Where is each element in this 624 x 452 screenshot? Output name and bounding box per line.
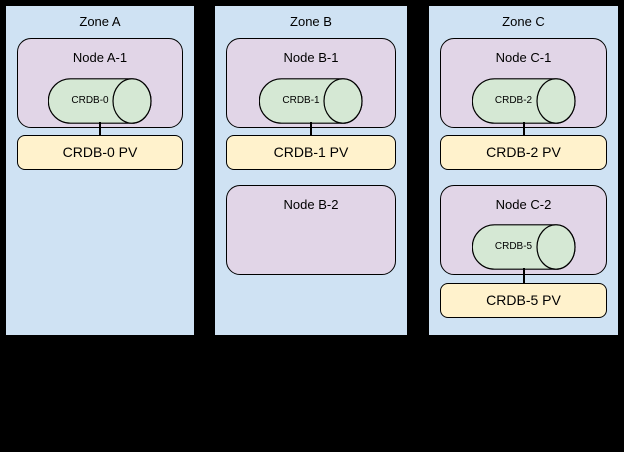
node-c2-box: Node C-2 CRDB-5 <box>440 185 607 275</box>
crdb-5-pv-box: CRDB-5 PV <box>440 283 607 318</box>
crdb-0-pv-box: CRDB-0 PV <box>17 135 183 170</box>
node-b1-box: Node B-1 CRDB-1 <box>226 38 396 128</box>
zone-a-panel: Zone A Node A-1 CRDB-0 CRDB-0 PV <box>4 4 196 337</box>
crdb-5-disk-label: CRDB-5 <box>494 241 533 252</box>
node-b2-box: Node B-2 <box>226 185 396 275</box>
crdb-5-cylinder-icon <box>471 224 576 270</box>
zone-c-label: Zone C <box>502 14 545 29</box>
node-c2-label: Node C-2 <box>495 197 552 212</box>
crdb-0-disk-label: CRDB-0 <box>71 95 109 106</box>
zone-c-panel: Zone C Node C-1 CRDB-2 CRDB-2 PV Node C-… <box>427 4 620 337</box>
crdb-5-pv-label: CRDB-5 PV <box>486 292 561 308</box>
node-c1-box: Node C-1 CRDB-2 <box>440 38 607 128</box>
zone-b-label: Zone B <box>290 14 332 29</box>
crdb-1-connector-line <box>310 122 312 136</box>
crdb-2-pv-label: CRDB-2 PV <box>486 144 561 160</box>
crdb-0-cylinder-icon <box>48 78 152 124</box>
node-a1-label: Node A-1 <box>72 50 128 65</box>
node-a1-box: Node A-1 CRDB-0 <box>17 38 183 128</box>
crdb-1-pv-box: CRDB-1 PV <box>226 135 396 170</box>
crdb-1-pv-label: CRDB-1 PV <box>273 144 349 160</box>
node-b1-label: Node B-1 <box>283 50 339 65</box>
crdb-5-connector-line <box>522 268 525 284</box>
crdb-2-disk-label: CRDB-2 <box>494 95 533 106</box>
zone-a-label: Zone A <box>79 14 121 29</box>
zone-b-panel: Zone B Node B-1 CRDB-1 CRDB-1 PV Node B-… <box>213 4 409 337</box>
crdb-2-cylinder-icon <box>471 78 576 124</box>
crdb-2-pv-box: CRDB-2 PV <box>440 135 607 170</box>
crdb-1-disk-label: CRDB-1 <box>282 95 320 106</box>
crdb-0-pv-label: CRDB-0 PV <box>62 144 138 160</box>
crdb-2-connector-line <box>522 122 525 136</box>
node-b2-label: Node B-2 <box>283 197 339 212</box>
crdb-0-connector-line <box>99 122 101 136</box>
node-c1-label: Node C-1 <box>495 50 552 65</box>
crdb-1-cylinder-icon <box>259 78 363 124</box>
